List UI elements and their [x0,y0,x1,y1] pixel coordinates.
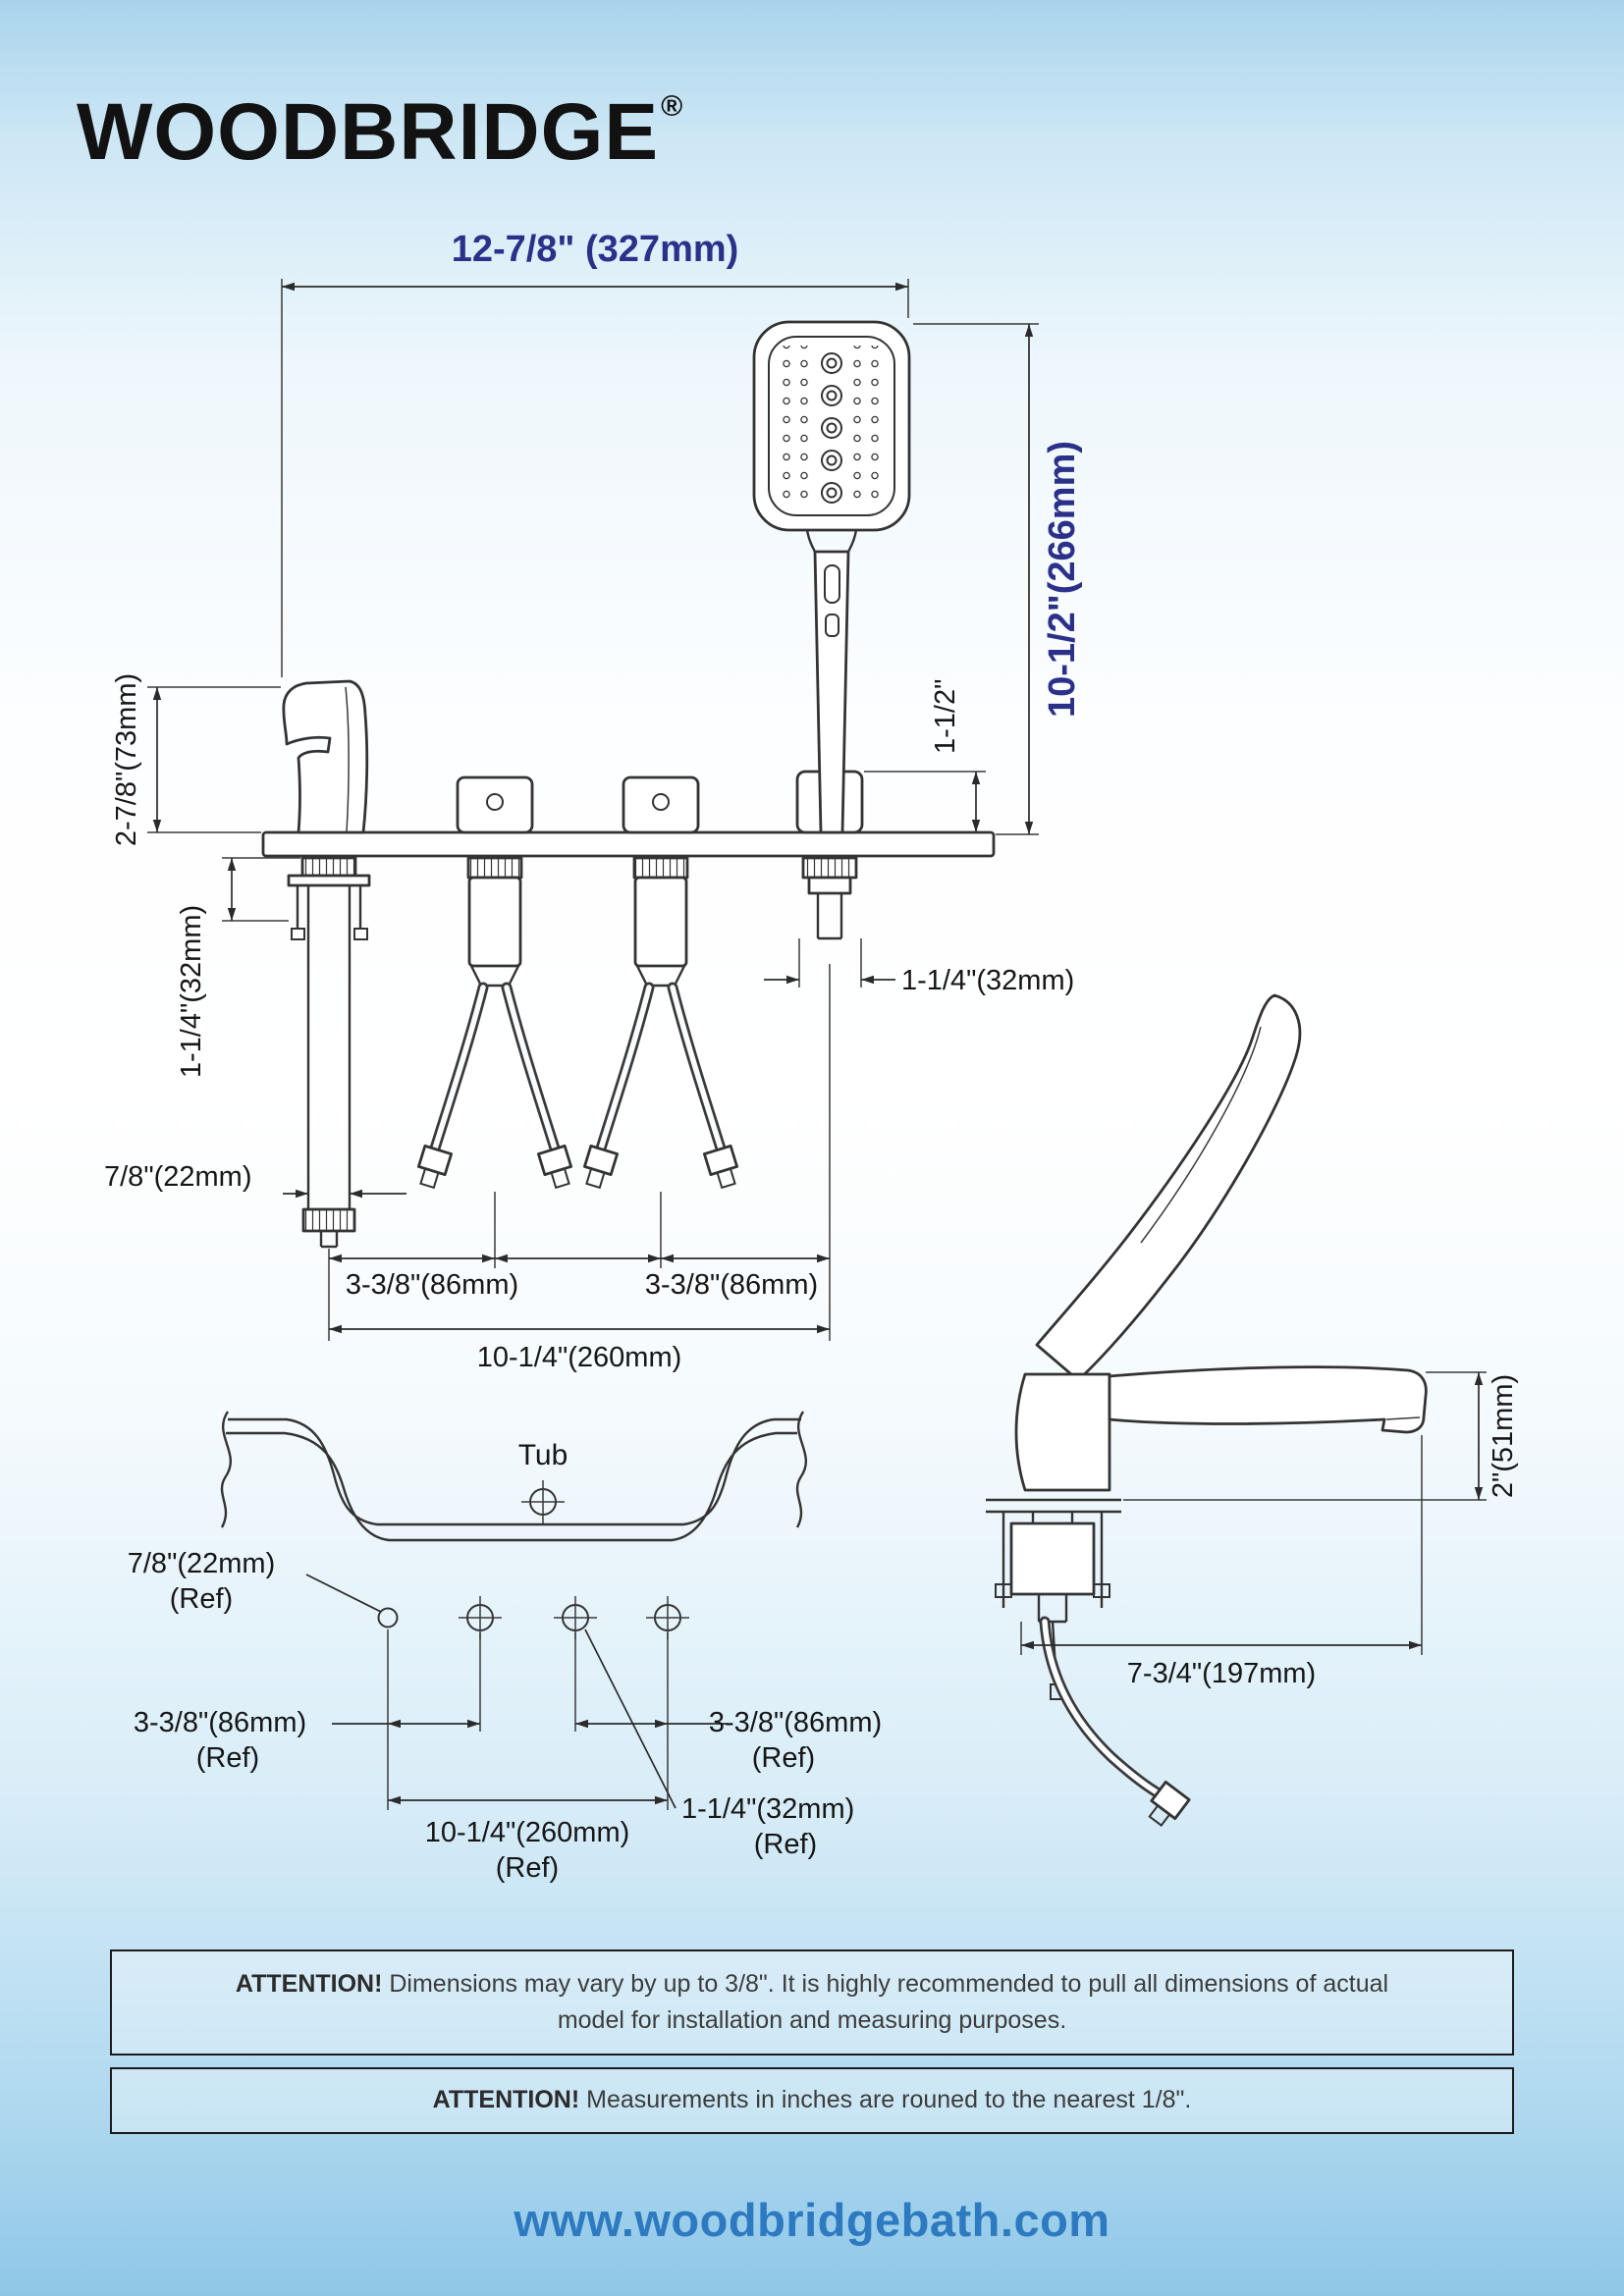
drain-symbol [521,1480,565,1523]
faucet-body [1014,1372,1111,1492]
valve-body-right [582,856,739,1190]
shower-shank [801,856,858,940]
spout-mounting [287,856,371,1249]
brand-logo: WOODBRIDGE® [77,86,683,179]
spout-hole [377,1607,399,1629]
tub-label: Tub [518,1439,568,1471]
dim-spout-height: 2-7/8"(73mm) [111,673,281,846]
dim-spout-pipe-label: 7/8"(22mm) [104,1161,252,1193]
tub-rim-inner [226,1431,797,1542]
valve-base-left [456,775,534,834]
attention-text-1: ATTENTION! Dimensions may vary by up to … [228,1966,1396,2040]
mounting-clamp [995,1512,1110,1700]
dim-top-spacing-right-label: 3-3/8"(86mm) [709,1707,882,1738]
dim-spout-height-label: 2-7/8"(73mm) [111,673,142,846]
dim-overall-width-label: 12-7/8" (327mm) [452,229,739,270]
dim-holder-height-label: 1-1/2" [930,679,961,754]
valve-body-left [416,856,573,1190]
attention-label-2: ATTENTION! [432,2086,580,2114]
dim-top-spacing-left-ref: (Ref) [196,1742,259,1774]
deck-holes [377,1596,689,1639]
dim-top-hole-dia: 7/8"(22mm) (Ref) [128,1548,382,1615]
dim-top-spacing-left-label: 3-3/8"(86mm) [134,1707,306,1738]
attention-body-1: Dimensions may vary by up to 3/8". It is… [389,1969,1389,2035]
side-view: 2"(51mm) 7-3/4"(197mm) [986,993,1519,1827]
spout-side [1108,1365,1428,1434]
dim-hole-spacing: 3-3/8"(86mm) 3-3/8"(86mm) 10-1/4"(260mm) [328,964,831,1373]
tub-spout [282,679,369,834]
dim-side-spout-height: 2"(51mm) [1123,1371,1519,1501]
registered-trademark-icon: ® [661,90,684,123]
dim-top-overall: 10-1/4"(260mm) (Ref) [388,1795,668,1884]
dim-side-spout-height-label: 2"(51mm) [1488,1374,1519,1498]
valve-base-right [622,775,700,834]
dim-top-spacing-right-ref: (Ref) [752,1742,815,1774]
dim-overall-height-label: 10-1/2"(266mm) [1042,441,1083,718]
dim-overall-spacing-label: 10-1/4"(260mm) [477,1342,682,1373]
dim-shank-length: 1-1/4"(32mm) [176,857,300,1078]
brand-name: WOODBRIDGE [77,87,660,177]
spray-nozzles-right [845,346,887,507]
deck-plate [261,830,996,858]
lever-handle [1035,993,1302,1382]
tub-rim-outer [228,1417,801,1526]
website-url: www.woodbridgebath.com [514,2194,1110,2246]
dim-holder-height: 1-1/2" [864,679,986,832]
dim-spacing-right-label: 3-3/8"(86mm) [645,1269,818,1301]
dim-top-hole-dia-label: 7/8"(22mm) [128,1548,276,1579]
dim-shank-length-label: 1-1/4"(32mm) [176,905,207,1078]
dim-top-hole-dia-ref: (Ref) [170,1583,233,1615]
dim-top-overall-ref: (Ref) [496,1852,559,1884]
dim-overall-width: 12-7/8" (327mm) [281,229,909,677]
spray-nozzles-left [777,346,818,507]
supply-hose [1039,1616,1191,1827]
dim-shower-shank-label: 1-1/4"(32mm) [901,965,1074,996]
dim-spout-pipe: 7/8"(22mm) [104,1161,406,1199]
spray-mode-buttons [821,352,842,504]
dim-top-spacing-left: 3-3/8"(86mm) (Ref) [134,1629,481,1810]
break-line-left [220,1411,233,1528]
dim-top-overall-label: 10-1/4"(260mm) [425,1817,630,1848]
dim-top-valve-dia-label: 1-1/4"(32mm) [681,1793,854,1825]
dim-overall-height: 10-1/2"(266mm) [913,323,1083,835]
dim-side-depth-label: 7-3/4"(197mm) [1127,1658,1316,1689]
tub-top-view: Tub 7/8"(22mm) (Ref) [128,1411,882,1884]
dim-top-spacing-right: 3-3/8"(86mm) (Ref) [574,1632,882,1810]
front-view: 12-7/8" (327mm) 10-1/2"(266mm) 2-7/8"(73… [104,229,1083,1373]
hand-shower [752,320,911,834]
dim-shower-shank: 1-1/4"(32mm) [764,938,1074,996]
attention-box-2: ATTENTION! Measurements in inches are ro… [110,2067,1514,2134]
attention-box-1: ATTENTION! Dimensions may vary by up to … [110,1949,1514,2056]
dim-spacing-left-label: 3-3/8"(86mm) [346,1269,518,1301]
attention-text-2: ATTENTION! Measurements in inches are ro… [433,2082,1192,2119]
dim-top-valve-dia-ref: (Ref) [754,1829,817,1860]
attention-label-1: ATTENTION! [235,1969,383,1998]
dim-top-valve-dia: 1-1/4"(32mm) (Ref) [584,1629,854,1860]
hand-shower-handle [813,550,850,834]
attention-body-2: Measurements in inches are rouned to the… [586,2086,1192,2114]
break-line-right [795,1411,808,1528]
dim-side-depth: 7-3/4"(197mm) [1020,1435,1423,1689]
